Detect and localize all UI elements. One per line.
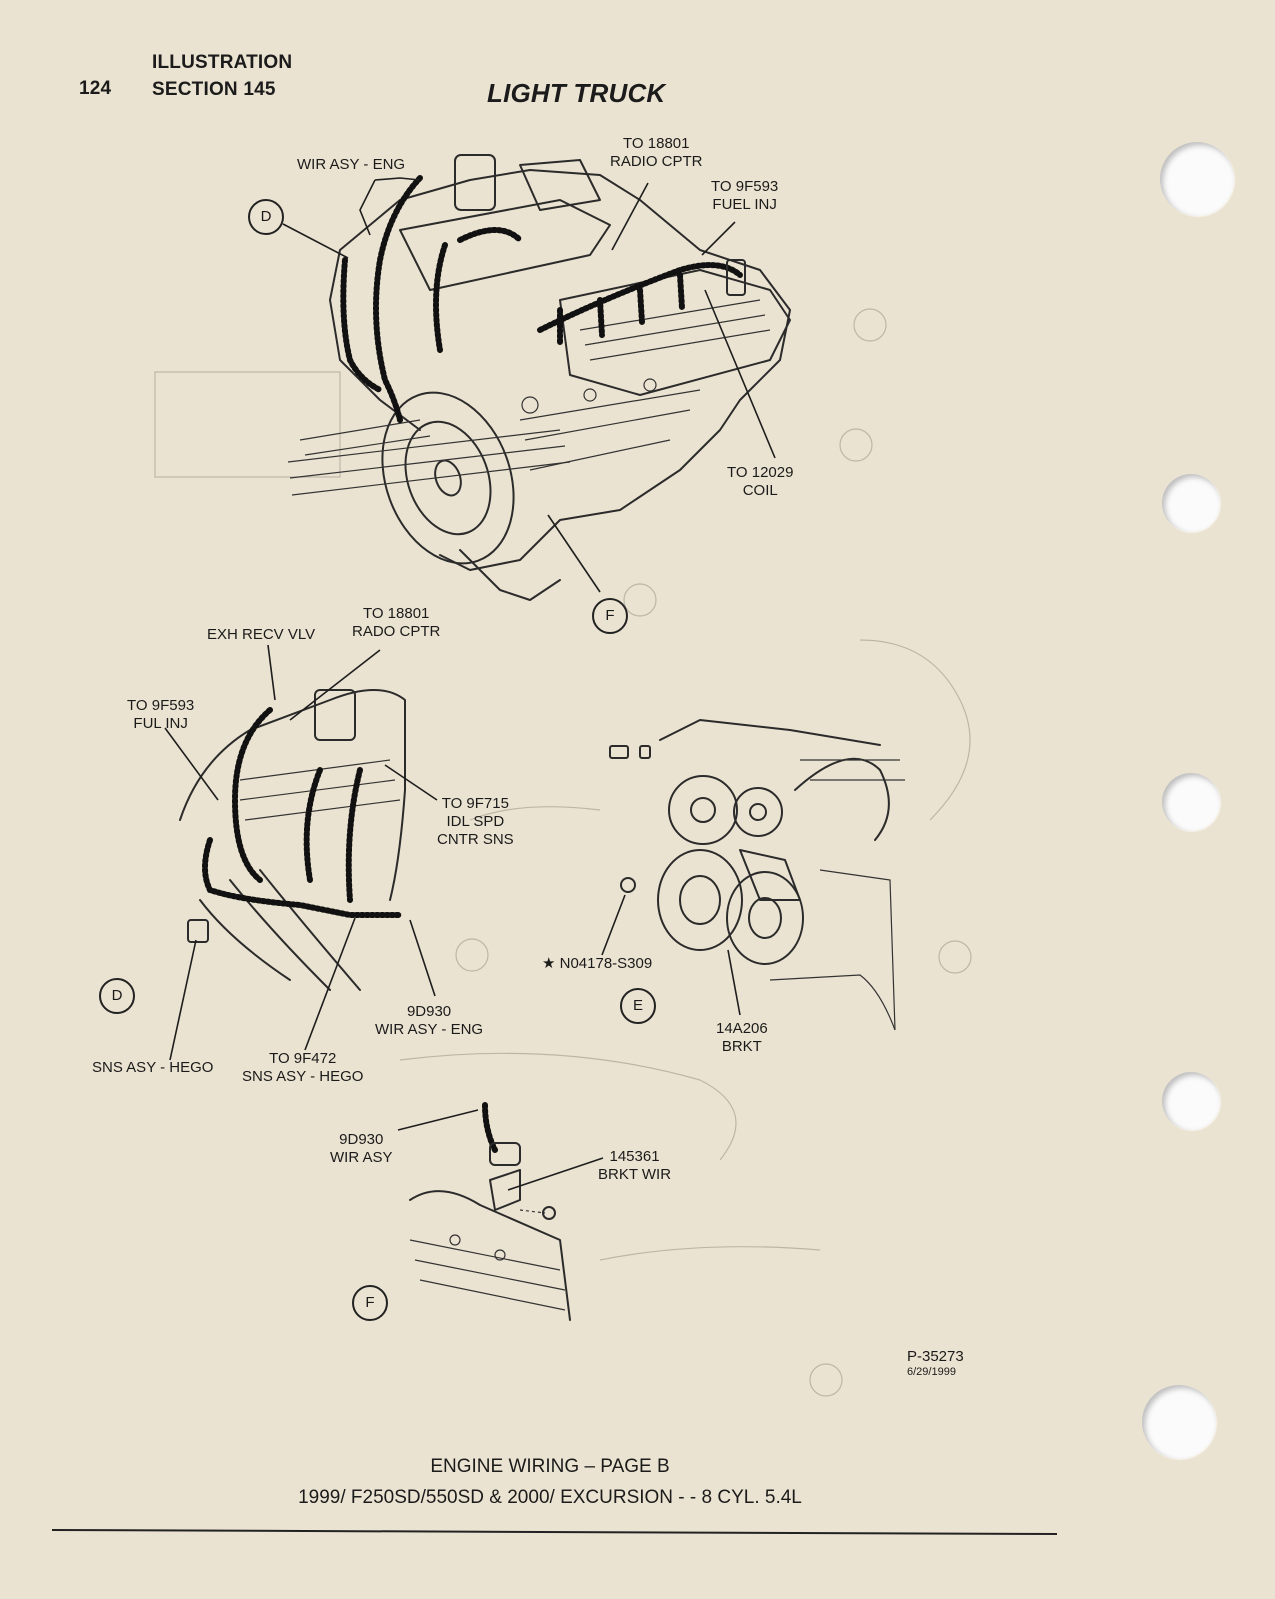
binder-hole-4 <box>1162 1072 1220 1130</box>
figure-id: P-35273 <box>907 1348 964 1365</box>
illustration-label: ILLUSTRATION <box>152 52 293 73</box>
label-sns-asy-hego: SNS ASY - HEGO <box>92 1059 214 1076</box>
callout-e-view: E <box>620 988 656 1024</box>
label-wir-asy-eng: WIR ASY - ENG <box>297 156 406 173</box>
label-nut-n04178: ★ N04178-S309 <box>542 955 653 972</box>
engine-main-view <box>282 154 791 601</box>
binder-hole-3 <box>1162 773 1220 831</box>
bleed-through <box>154 308 972 1397</box>
figure-date: 6/29/1999 <box>907 1366 956 1378</box>
page-number: 124 <box>79 78 112 99</box>
callout-f-view: F <box>352 1285 388 1321</box>
section-label: SECTION 145 <box>152 79 276 100</box>
callout-d-view: D <box>99 978 135 1014</box>
detail-view-d <box>164 644 438 1061</box>
page-title: LIGHT TRUCK <box>487 78 666 108</box>
binder-hole-2 <box>1162 474 1220 532</box>
callout-f-main: F <box>592 598 628 634</box>
callout-d-main: D <box>248 199 284 235</box>
label-exh-recv-vlv: EXH RECV VLV <box>207 626 316 643</box>
footer-vehicle: 1999/ F250SD/550SD & 2000/ EXCURSION - -… <box>298 1487 802 1508</box>
footer-title: ENGINE WIRING – PAGE B <box>430 1456 670 1477</box>
detail-view-e <box>601 719 905 1031</box>
detail-view-f <box>397 1102 604 1321</box>
binder-hole-5 <box>1142 1385 1216 1459</box>
binder-hole-1 <box>1160 142 1234 216</box>
